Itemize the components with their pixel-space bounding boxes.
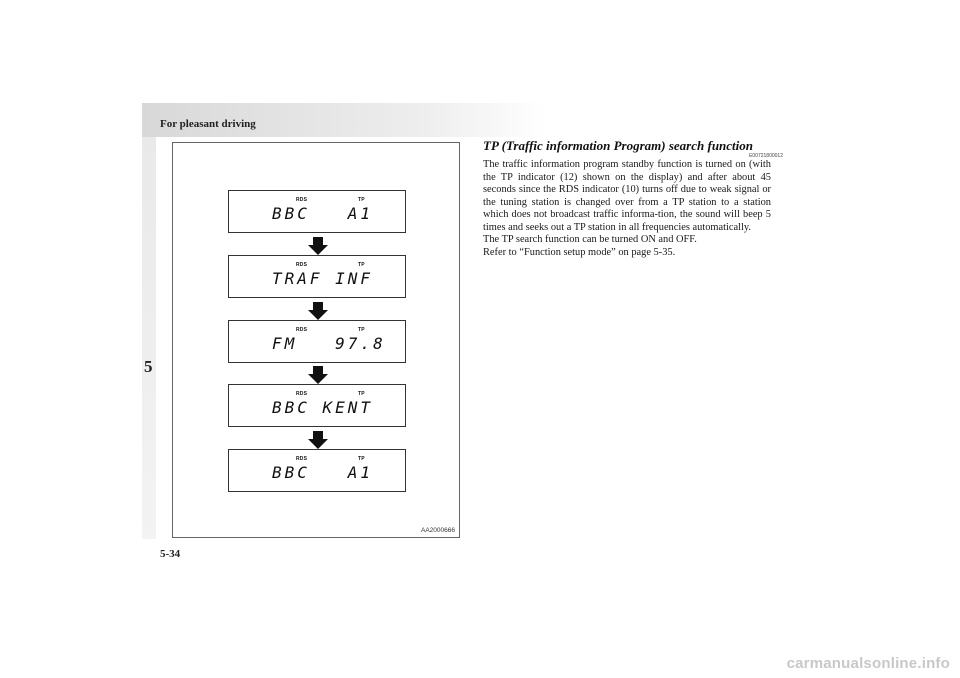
lcd-display: RDS TP BBC KENT <box>228 384 406 427</box>
chapter-side-tab <box>142 137 156 539</box>
radio-display-figure: RDS TP BBC A1 RDS TP TRAF INF RDS TP FM … <box>172 142 460 538</box>
rds-indicator: RDS <box>296 197 308 203</box>
watermark: carmanualsonline.info <box>786 655 950 672</box>
chapter-number: 5 <box>144 357 153 376</box>
page-header-title: For pleasant driving <box>160 118 256 130</box>
body-paragraph: The traffic information program standby … <box>483 159 771 233</box>
tp-indicator: TP <box>358 391 365 397</box>
tp-indicator: TP <box>358 197 365 203</box>
section-ref-code: E00721800012 <box>749 153 783 159</box>
lcd-display: RDS TP BBC A1 <box>228 190 406 233</box>
header-band <box>142 103 548 137</box>
lcd-text: BBC A1 <box>272 204 374 223</box>
lcd-display: RDS TP FM 97.8 <box>228 320 406 363</box>
section-heading: TP (Traffic information Program) search … <box>483 138 753 153</box>
lcd-display: RDS TP BBC A1 <box>228 449 406 492</box>
arrow-down-icon <box>308 237 328 255</box>
figure-code: AA2000666 <box>421 527 455 534</box>
body-paragraph: The TP search function can be turned ON … <box>483 234 697 245</box>
lcd-text: BBC A1 <box>272 463 374 482</box>
arrow-down-icon <box>308 302 328 320</box>
lcd-text: FM 97.8 <box>272 334 386 353</box>
rds-indicator: RDS <box>296 391 308 397</box>
lcd-text: BBC KENT <box>272 398 374 417</box>
lcd-display: RDS TP TRAF INF <box>228 255 406 298</box>
page-number: 5-34 <box>160 548 181 560</box>
tp-indicator: TP <box>358 456 365 462</box>
tp-indicator: TP <box>358 262 365 268</box>
rds-indicator: RDS <box>296 327 308 333</box>
body-paragraph: Refer to “Function setup mode” on page 5… <box>483 246 676 258</box>
section-body: The traffic information program standby … <box>483 159 771 259</box>
rds-indicator: RDS <box>296 456 308 462</box>
arrow-down-icon <box>308 366 328 384</box>
tp-indicator: TP <box>358 327 365 333</box>
rds-indicator: RDS <box>296 262 308 268</box>
lcd-text: TRAF INF <box>272 269 374 288</box>
arrow-down-icon <box>308 431 328 449</box>
